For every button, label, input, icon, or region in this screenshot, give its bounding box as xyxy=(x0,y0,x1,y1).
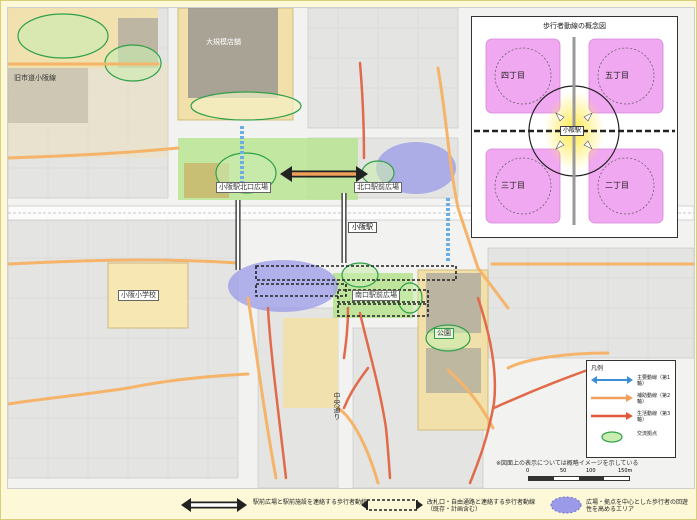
footer-swatch-2 xyxy=(361,499,423,511)
inset-title: 歩行者動線の概念図 xyxy=(543,22,606,30)
quadrant-label-nw: 四丁目 xyxy=(501,71,525,80)
footer-swatch-3 xyxy=(550,496,582,514)
scale-tick-0: 0 xyxy=(526,468,530,474)
south-circulation-zone xyxy=(228,260,338,312)
legend-row-3: 生活動線（第3軸） xyxy=(591,411,673,423)
quadrant-label-se: 二丁目 xyxy=(605,181,629,190)
label-park: 公園 xyxy=(434,328,454,339)
legend-swatch-2 xyxy=(591,394,633,402)
legend-label-4: 交流拠点 xyxy=(637,431,658,437)
legend-swatch-4 xyxy=(601,431,623,443)
footer-item-1: 駅前広場と駅前施設を連絡する歩行者動線 xyxy=(179,493,389,517)
legend-row-1: 主要動線（第1軸） xyxy=(591,375,673,387)
orange-routes xyxy=(8,62,694,485)
scale-tick-2: 100 xyxy=(586,468,596,474)
quadrant-ne xyxy=(588,38,664,114)
blue-routes xyxy=(240,126,450,263)
legend-swatch-1 xyxy=(591,376,633,384)
center-station-label: 小阪駅 xyxy=(560,126,585,136)
label-station: 小阪駅 xyxy=(348,222,377,233)
red-routes xyxy=(266,61,610,485)
footer-text-3: 広場・拠点を中心とした歩行者の回遊性を高めるエリア xyxy=(586,499,689,513)
label-street: 中央通り xyxy=(333,392,341,420)
label-south-plaza: 南口駅前広場 xyxy=(352,290,400,301)
footer-text-2: 改札口・自由通路と連絡する歩行者動線（既存・計画含む） xyxy=(427,499,536,513)
legend-label-3: 生活動線（第3軸） xyxy=(637,411,671,423)
label-north-station-plaza: 北口駅前広場 xyxy=(354,182,402,193)
gate-connections xyxy=(255,265,457,317)
legend-swatch-3 xyxy=(591,412,633,420)
legend-title: 凡例 xyxy=(591,365,604,372)
concept-inset: 歩行者動線の概念図 xyxy=(471,16,678,238)
footer-legend: 駅前広場と駅前施設を連絡する歩行者動線 改札口・自由通路と連絡する歩行者動線（既… xyxy=(1,489,696,519)
label-large-store: 大規模店舗 xyxy=(206,38,241,46)
label-west: 旧市道小阪線 xyxy=(14,74,56,82)
legend: 凡例 主要動線（第1軸） 補助動線（第2軸） xyxy=(586,360,676,458)
quadrant-se xyxy=(588,148,664,224)
quadrant-sw xyxy=(485,148,561,224)
footer-swatch-1 xyxy=(181,498,247,512)
label-north-plaza: 小阪駅北口広場 xyxy=(216,182,271,193)
scale-tick-1: 50 xyxy=(560,468,567,474)
quadrant-label-sw: 三丁目 xyxy=(501,181,525,190)
scale-note: ※図面上の表示については概略イメージを示している xyxy=(496,460,639,467)
map-svg xyxy=(8,8,694,488)
scale-bar: 0 50 100 150m xyxy=(518,468,638,481)
footer-item-2: 改札口・自由通路と連絡する歩行者動線（既存・計画含む） xyxy=(361,493,551,517)
scale-tick-3: 150m xyxy=(618,468,633,474)
legend-row-4: 交流拠点 xyxy=(591,431,673,443)
footer-item-3: 広場・拠点を中心とした歩行者の回遊性を高めるエリア xyxy=(549,493,694,517)
quadrant-label-ne: 五丁目 xyxy=(605,71,629,80)
north-circulation-zone xyxy=(376,142,456,194)
quadrant-nw xyxy=(485,38,561,114)
legend-label-2: 補助動線（第2軸） xyxy=(637,393,671,405)
nodes xyxy=(17,13,471,352)
station-links xyxy=(235,166,368,270)
footer-text-1: 駅前広場と駅前施設を連絡する歩行者動線 xyxy=(253,499,368,506)
map-canvas[interactable]: 小阪駅北口広場 北口駅前広場 小阪駅 小阪小学校 南口駅前広場 公園 旧市道小阪… xyxy=(7,7,695,489)
label-school: 小阪小学校 xyxy=(118,290,159,301)
legend-row-2: 補助動線（第2軸） xyxy=(591,393,673,405)
legend-label-1: 主要動線（第1軸） xyxy=(637,375,671,387)
